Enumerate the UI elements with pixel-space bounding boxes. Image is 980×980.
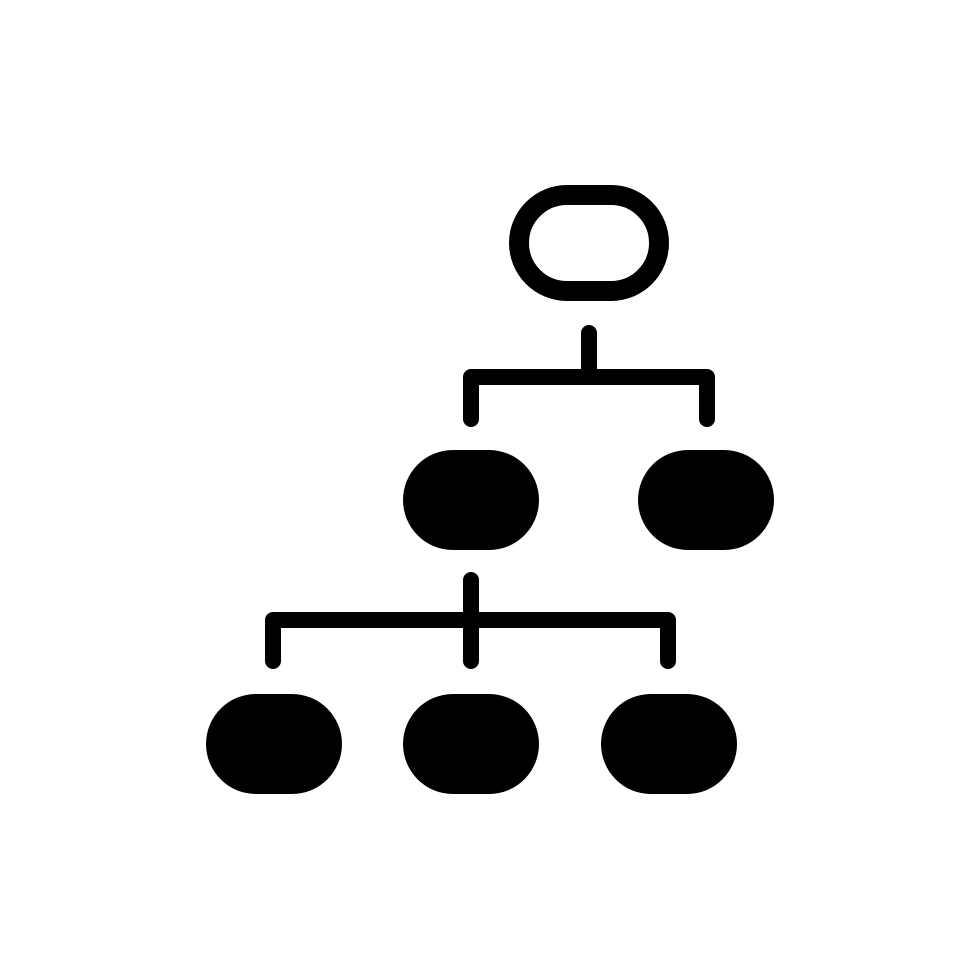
root-node (509, 185, 669, 301)
level1-node-right (638, 450, 774, 550)
level1-node-left (403, 450, 539, 550)
level2-node-right (601, 694, 737, 794)
level2-node-center (403, 694, 539, 794)
connector-level1-to-level2 (265, 572, 676, 669)
level2-node-left (206, 694, 342, 794)
connector-root-to-level1 (463, 325, 715, 427)
